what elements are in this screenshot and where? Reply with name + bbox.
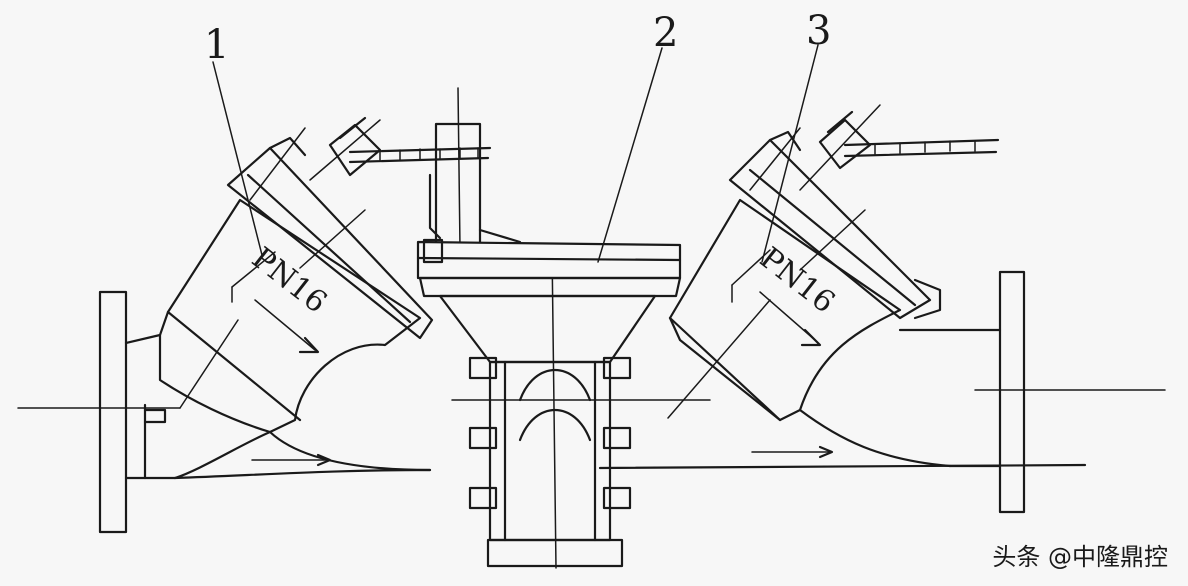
main-pipe [173, 430, 1087, 480]
callout-2: 2 [653, 10, 678, 56]
right-valve-body [667, 104, 1002, 468]
right-flange [948, 270, 1026, 514]
callout-3: 3 [806, 8, 831, 54]
leader-lines [179, 44, 819, 409]
center-spool [468, 356, 632, 568]
flow-arrows [251, 445, 834, 467]
callout-1: 1 [204, 22, 229, 68]
left-flange [98, 290, 177, 534]
right-pressure-rating: PN16 [753, 241, 841, 321]
centerlines [17, 87, 1166, 569]
right-handle [843, 138, 1000, 158]
watermark: 头条 @中隆鼎控 [992, 543, 1168, 571]
center-control-valve [416, 238, 682, 364]
center-stem [428, 122, 522, 246]
left-handle [348, 146, 492, 164]
